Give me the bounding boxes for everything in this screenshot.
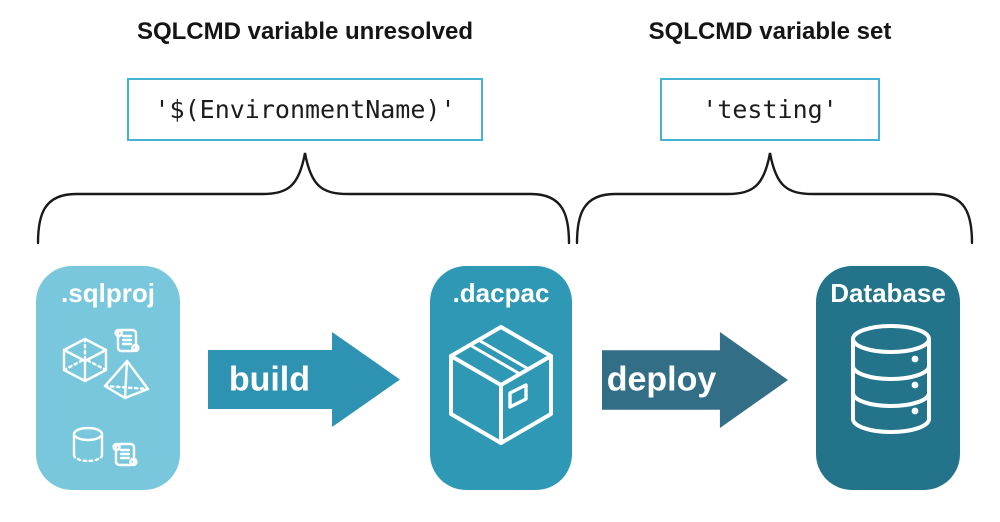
sqlcmd-unresolved-heading: SQLCMD variable unresolved bbox=[136, 18, 474, 45]
pyramid-icon bbox=[103, 359, 150, 400]
deploy-arrow: deploy bbox=[602, 332, 788, 428]
right-brace bbox=[575, 152, 974, 245]
left-brace bbox=[36, 152, 571, 245]
dacpac-card-label: .dacpac bbox=[452, 278, 550, 308]
sqlcmd-set-heading: SQLCMD variable set bbox=[648, 18, 892, 45]
sqlproj-card: .sqlproj bbox=[36, 266, 180, 490]
cylinder-icon bbox=[72, 426, 104, 463]
build-arrow: build bbox=[208, 332, 400, 427]
environment-name-code: '$(EnvironmentName)' bbox=[154, 95, 456, 124]
package-box-icon bbox=[449, 325, 553, 445]
testing-code: 'testing' bbox=[702, 95, 838, 124]
cube-icon bbox=[62, 337, 108, 383]
dacpac-card: .dacpac bbox=[430, 266, 572, 490]
scroll-icon bbox=[112, 442, 138, 467]
build-arrow-label: build bbox=[228, 360, 311, 398]
deploy-arrow-label: deploy bbox=[606, 360, 717, 399]
testing-code-box: 'testing' bbox=[660, 78, 880, 141]
database-cylinder-icon bbox=[851, 324, 931, 434]
sql-project-objects-icon bbox=[62, 328, 150, 467]
database-card-label: Database bbox=[830, 278, 946, 308]
scroll-icon bbox=[114, 328, 140, 353]
sqlproj-card-label: .sqlproj bbox=[61, 278, 155, 308]
environment-name-code-box: '$(EnvironmentName)' bbox=[127, 78, 483, 141]
database-card: Database bbox=[816, 266, 960, 490]
